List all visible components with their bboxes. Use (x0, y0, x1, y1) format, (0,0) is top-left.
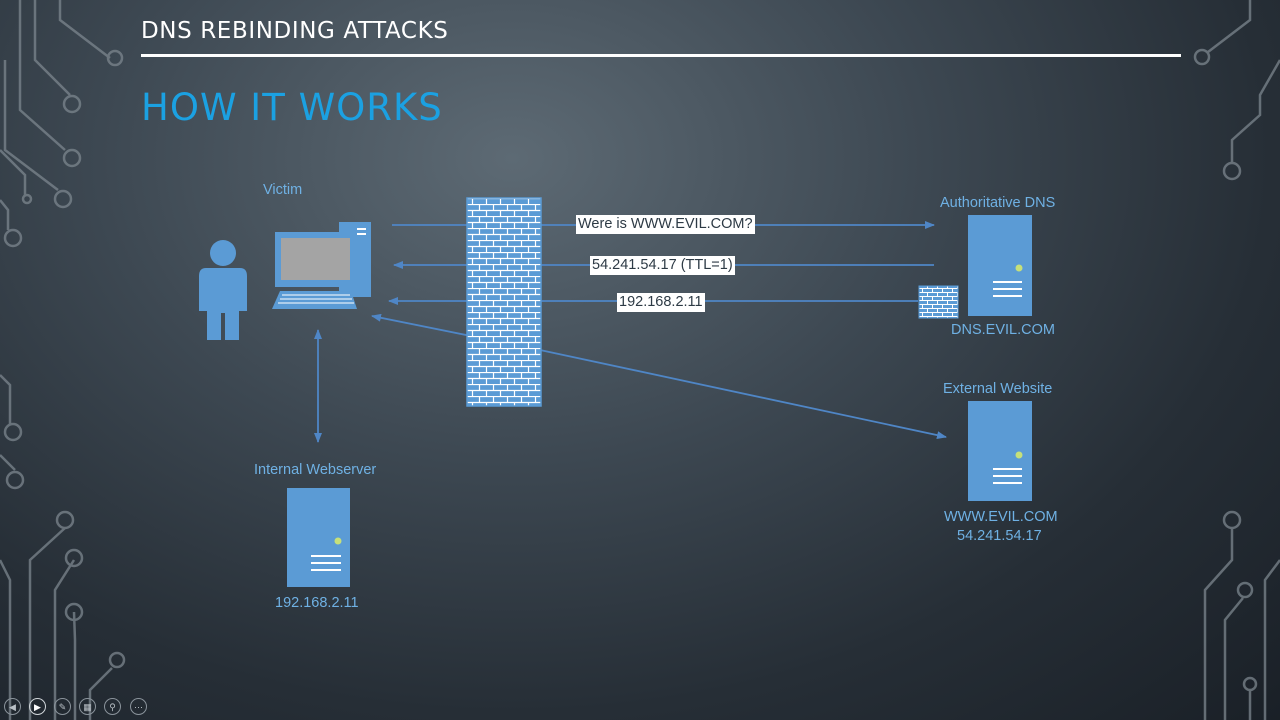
slide-title: HOW IT WORKS (141, 86, 443, 129)
internal-server-icon (287, 488, 350, 587)
previous-icon[interactable]: ◀ (4, 698, 21, 715)
external-host-label: WWW.EVIL.COM (944, 509, 1058, 525)
dns-firewall-icon (918, 285, 959, 319)
header-rule (141, 54, 1181, 57)
pen-icon[interactable]: ✎ (54, 698, 71, 715)
victim-label: Victim (263, 182, 303, 198)
second-dns-answer-label: 192.168.2.11 (617, 293, 705, 312)
dns-query-label: Were is WWW.EVIL.COM? (576, 215, 755, 234)
external-website-label: External Website (943, 381, 1053, 397)
workstation-icon (272, 222, 371, 309)
external-server-icon (968, 401, 1032, 501)
slides-icon[interactable]: ▦ (79, 698, 96, 715)
more-icon[interactable]: ⋯ (130, 698, 147, 715)
victim-external-arrow-end (539, 349, 947, 440)
internal-ip-label: 192.168.2.11 (275, 595, 359, 611)
zoom-icon[interactable]: ⚲ (104, 698, 121, 715)
slide-header: DNS REBINDING ATTACKS (141, 18, 449, 44)
internal-webserver-label: Internal Webserver (254, 462, 377, 478)
first-dns-answer-label: 54.241.54.17 (TTL=1) (590, 256, 735, 275)
external-ip-label: 54.241.54.17 (957, 528, 1042, 544)
authoritative-dns-label: Authoritative DNS (940, 195, 1056, 211)
play-icon[interactable]: ▶ (29, 698, 46, 715)
dns-server-icon (968, 215, 1032, 316)
user-icon (199, 240, 247, 340)
firewall-icon (466, 197, 542, 407)
dns-host-label: DNS.EVIL.COM (951, 322, 1055, 338)
